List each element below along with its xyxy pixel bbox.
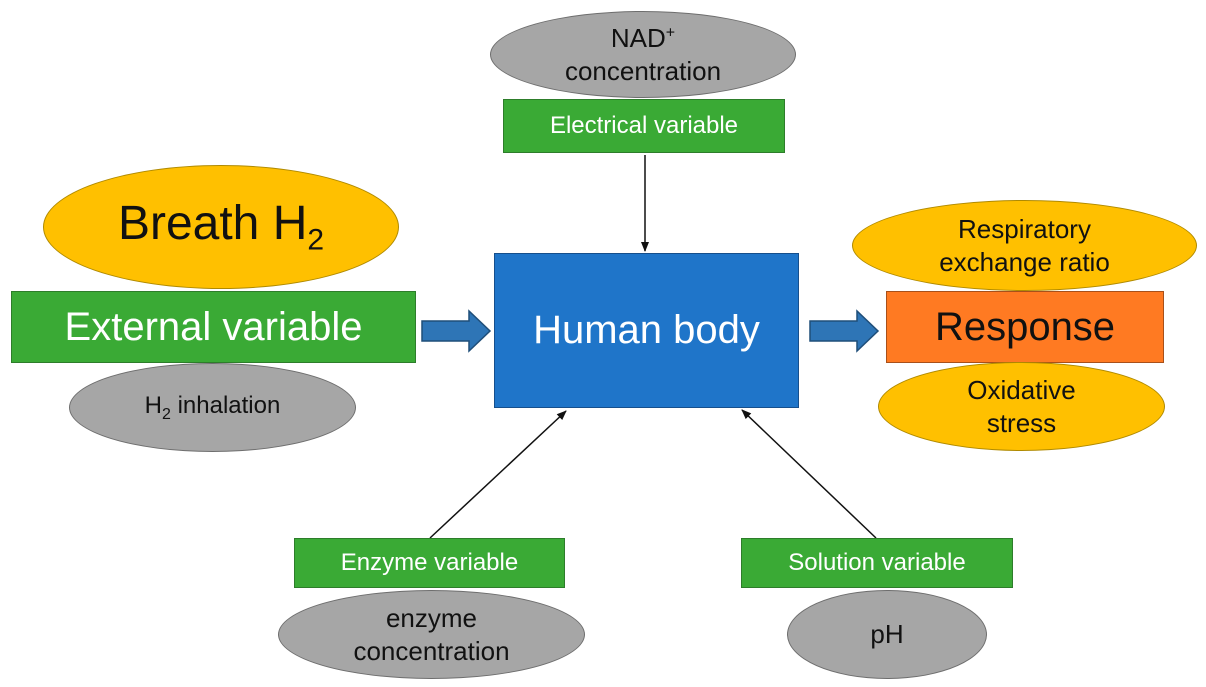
respiratory-line1: Respiratory <box>958 214 1091 244</box>
h2-inhalation-ellipse: H2 inhalation <box>69 363 356 452</box>
breath-h2-text: Breath H <box>117 197 308 251</box>
response-label: Response <box>934 304 1116 349</box>
breath-h2-subscript: 2 <box>307 224 325 258</box>
h2-inhalation-rest: inhalation <box>170 391 281 419</box>
respiratory-line2: exchange ratio <box>939 246 1110 277</box>
h2-inhalation-base: H <box>144 391 162 419</box>
human-body-label: Human body <box>533 308 760 352</box>
block-arrow-body-to-response <box>809 309 880 353</box>
enzyme-line2: concentration <box>353 635 510 666</box>
arrow-enzyme-to-body <box>429 410 567 539</box>
response-box: Response <box>886 291 1164 363</box>
ph-label: pH <box>870 619 904 649</box>
oxidative-line1: Oxidative <box>967 375 1076 405</box>
concentration-text: concentration <box>564 55 722 86</box>
oxidative-line2: stress <box>986 407 1057 438</box>
oxidative-stress-ellipse: Oxidative stress <box>878 362 1165 451</box>
electrical-variable-box: Electrical variable <box>503 99 785 153</box>
arrow-solution-to-body <box>741 409 877 539</box>
solution-variable-label: Solution variable <box>788 549 966 576</box>
nad-superscript: + <box>665 24 676 42</box>
electrical-variable-label: Electrical variable <box>549 112 739 139</box>
solution-variable-box: Solution variable <box>741 538 1013 588</box>
enzyme-variable-label: Enzyme variable <box>340 549 519 576</box>
enzyme-concentration-ellipse: enzyme concentration <box>278 590 585 679</box>
block-arrow-external-to-body <box>421 309 492 353</box>
external-variable-label: External variable <box>64 304 363 349</box>
enzyme-variable-box: Enzyme variable <box>294 538 565 588</box>
enzyme-line1: enzyme <box>385 603 478 633</box>
electrical-detail-ellipse: NAD+ concentration <box>490 11 796 98</box>
human-body-box: Human body <box>494 253 799 408</box>
breath-h2-ellipse: Breath H2 <box>43 165 399 289</box>
external-variable-box: External variable <box>11 291 416 363</box>
nad-text: NAD <box>610 23 666 53</box>
h2-inhalation-subscript: 2 <box>162 405 171 423</box>
respiratory-exchange-ellipse: Respiratory exchange ratio <box>852 200 1197 291</box>
ph-ellipse: pH <box>787 590 987 679</box>
